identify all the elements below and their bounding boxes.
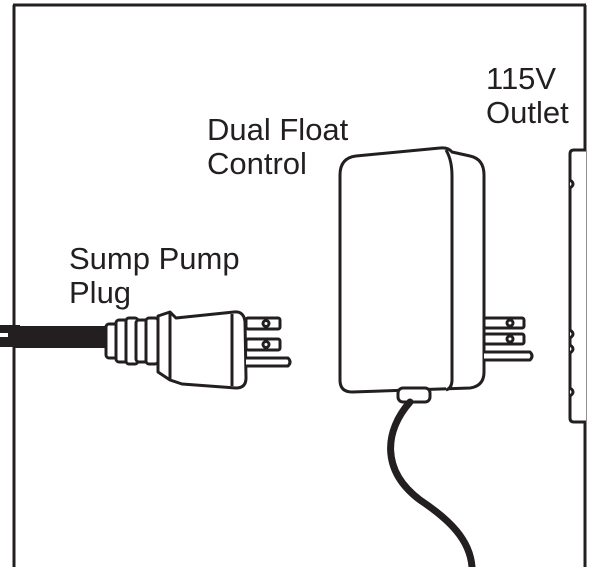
control-label: Dual Float Control bbox=[207, 113, 348, 181]
outlet-label-line1: 115V bbox=[486, 61, 557, 96]
outlet-label: 115V Outlet bbox=[486, 62, 569, 130]
plug-label-line1: Sump Pump bbox=[69, 241, 240, 276]
control-label-line1: Dual Float bbox=[207, 112, 349, 147]
plug-label: Sump Pump Plug bbox=[69, 242, 240, 310]
outlet-label-line2: Outlet bbox=[486, 95, 569, 130]
wall-outlet bbox=[568, 148, 586, 424]
pump-cord bbox=[0, 325, 112, 348]
dual-float-control bbox=[338, 146, 534, 394]
sump-pump-plug bbox=[104, 310, 292, 390]
control-label-line2: Control bbox=[207, 146, 307, 181]
float-cord bbox=[387, 386, 476, 567]
plug-label-line2: Plug bbox=[69, 275, 132, 310]
